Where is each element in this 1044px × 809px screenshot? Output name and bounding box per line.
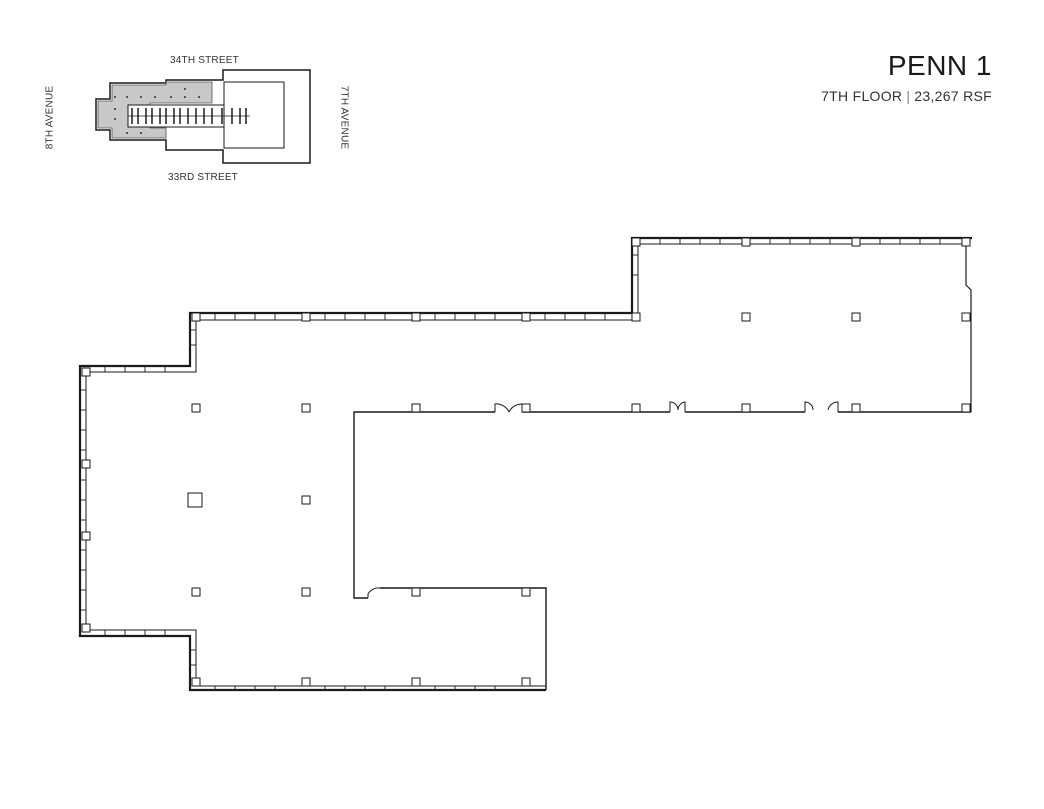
area-label: 23,267 RSF [914, 88, 992, 104]
south-street-label: 33RD STREET [168, 172, 238, 183]
window-mullions [80, 238, 941, 690]
east-wall [965, 244, 972, 412]
floor-info-separator: | [906, 88, 911, 104]
building-title: PENN 1 [887, 50, 992, 81]
key-plan-core-detail [128, 108, 250, 124]
key-plan-columns [114, 88, 200, 134]
door-swings [367, 401, 839, 598]
north-street-label: 34TH STREET [170, 55, 239, 66]
perimeter-wall [78, 236, 972, 692]
interior-wall [353, 411, 971, 690]
structural-columns [81, 237, 971, 687]
floor-label: 7TH FLOOR [821, 88, 903, 104]
floor-info: 7TH FLOOR|23,267 RSF [821, 88, 992, 104]
